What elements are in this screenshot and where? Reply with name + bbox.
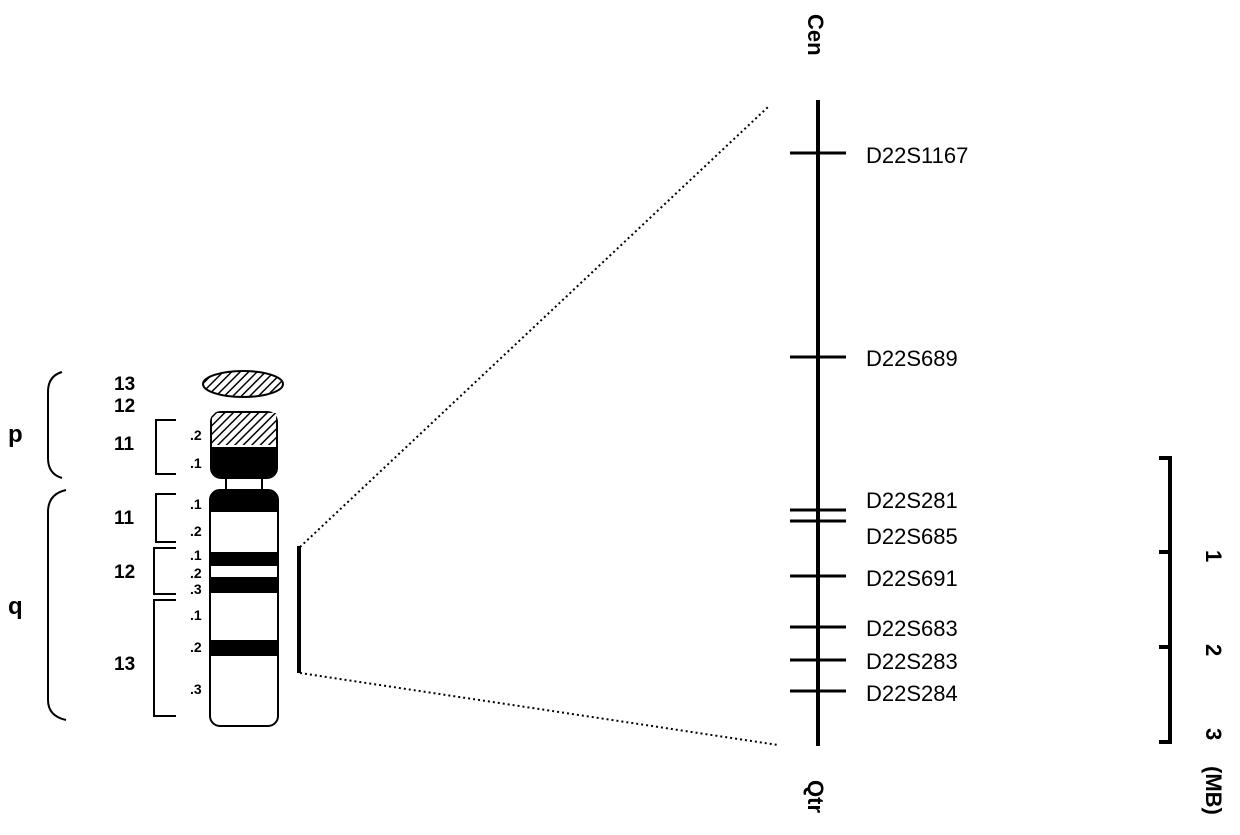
zoom-line-bottom bbox=[299, 672, 779, 746]
q12-1-label: .1 bbox=[190, 547, 202, 563]
cen-label: Cen bbox=[803, 14, 828, 56]
marker-d22s281-label: D22S281 bbox=[866, 488, 958, 513]
q11-2-label: .2 bbox=[190, 523, 202, 539]
band-q12-label: 12 bbox=[114, 562, 135, 583]
chromosome-q-arm bbox=[209, 489, 279, 727]
q13-bracket bbox=[153, 599, 176, 717]
band-p11-label: 11 bbox=[114, 434, 135, 455]
chromosome-p-arm bbox=[210, 411, 278, 479]
q12-bracket bbox=[153, 547, 176, 595]
band-p12-label: 12 bbox=[114, 396, 135, 417]
scale-tick-3-label: 3 bbox=[1201, 728, 1226, 740]
qtr-label: Qtr bbox=[803, 780, 828, 813]
p11-bracket bbox=[155, 419, 176, 475]
scale-tick-2-label: 2 bbox=[1201, 644, 1226, 656]
q12-2-label: .2 bbox=[190, 565, 202, 581]
p-arm-label: p bbox=[8, 421, 23, 448]
band-q13-label: 13 bbox=[114, 654, 135, 675]
p11-2-label: .2 bbox=[190, 427, 202, 443]
marker-d22s691-label: D22S691 bbox=[866, 566, 958, 591]
marker-d22s689-label: D22S689 bbox=[866, 346, 958, 371]
q13-1-label: .1 bbox=[190, 607, 202, 623]
zoom-line-top bbox=[299, 106, 769, 548]
p-arm-brace bbox=[47, 371, 63, 479]
q-arm-brace bbox=[47, 489, 67, 721]
marker-d22s683-label: D22S683 bbox=[866, 616, 958, 641]
q13-3-label: .3 bbox=[190, 681, 202, 697]
marker-d22s685-label: D22S685 bbox=[866, 524, 958, 549]
scale-tick-1-label: 1 bbox=[1201, 550, 1226, 562]
centromere bbox=[225, 477, 263, 491]
band-p13-label: 13 bbox=[114, 374, 135, 395]
scale-bar bbox=[1159, 456, 1172, 744]
band-q11-label: 11 bbox=[114, 508, 135, 529]
marker-d22s1167-label: D22S1167 bbox=[866, 143, 968, 168]
satellite-p13 bbox=[202, 370, 284, 398]
q11-bracket bbox=[155, 493, 176, 543]
scale-unit-label: (MB) bbox=[1201, 766, 1226, 815]
q12-3-label: .3 bbox=[190, 581, 202, 597]
q11-1-label: .1 bbox=[190, 496, 202, 512]
q13-2-label: .2 bbox=[190, 639, 202, 655]
q-arm-label: q bbox=[8, 593, 23, 620]
p11-1-label: .1 bbox=[190, 455, 202, 471]
marker-d22s283-label: D22S283 bbox=[866, 649, 958, 674]
marker-d22s284-label: D22S284 bbox=[866, 681, 958, 706]
